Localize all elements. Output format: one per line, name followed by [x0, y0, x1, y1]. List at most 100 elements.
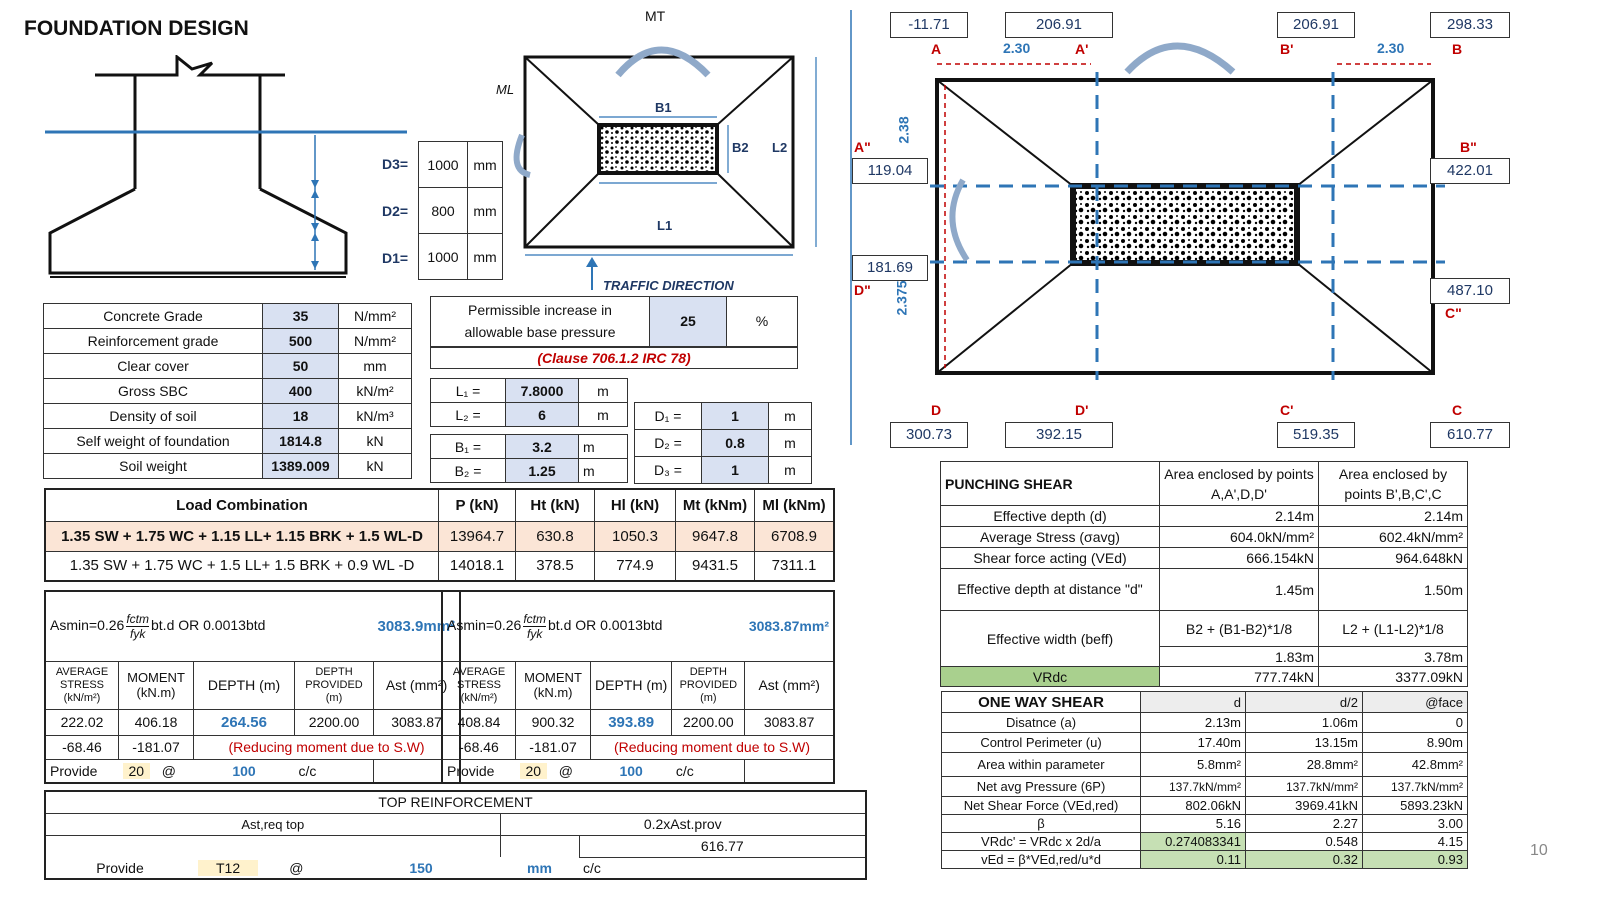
table-cell: 28.8mm²	[1245, 752, 1363, 777]
table-cell: d	[1140, 691, 1246, 713]
table-cell: D₂ =	[634, 429, 702, 457]
table-cell: 0.93	[1362, 850, 1468, 869]
table-cell: m	[768, 402, 812, 430]
table-cell: 264.56	[193, 708, 295, 736]
table-cell: 1.35 SW + 1.75 WC + 1.15 LL+ 1.15 BRK + …	[44, 520, 439, 552]
d3-label: D3=	[382, 156, 409, 172]
table-cell: L₂ =	[430, 402, 506, 427]
text-span: bt.d OR 0.0013btd	[151, 616, 266, 633]
page-title: FOUNDATION DESIGN	[24, 17, 249, 40]
table-cell: m	[578, 378, 628, 403]
table-cell: 4.15	[1362, 832, 1468, 851]
table-cell: 408.84	[441, 708, 516, 736]
point-a1: A'	[1075, 41, 1089, 57]
table-cell: 1	[701, 456, 769, 484]
top-reinforcement-table: TOP REINFORCEMENT Ast,req top 0.2xAst.pr…	[44, 790, 867, 880]
table-cell: 630.8	[515, 520, 595, 552]
table-row: 222.02 406.18 264.56 2200.00 3083.87	[44, 708, 461, 736]
table-cell: 0.548	[1245, 832, 1363, 851]
text-span: 20	[519, 762, 548, 779]
table-cell: (Reducing moment due to S.W)	[193, 734, 461, 760]
b1-label: B1	[655, 100, 672, 115]
text-span: fyk	[129, 626, 146, 641]
table-cell: B2 + (B1-B2)*1/8	[1159, 610, 1319, 647]
table-cell: Provide	[441, 758, 516, 784]
table-cell: mm	[338, 353, 412, 379]
table-row: Load Combination P (kN) Ht (kN) Hl (kN) …	[44, 488, 835, 522]
table-row: -68.46 -181.07 (Reducing moment due to S…	[441, 734, 835, 760]
table-cell: 964.648kN	[1318, 547, 1468, 569]
page-number: 10	[1530, 842, 1548, 859]
pressure-top-b1: 206.91	[1277, 12, 1355, 38]
table-cell: 14018.1	[438, 550, 516, 582]
point-b2: B"	[1460, 139, 1477, 155]
table-cell: N/mm²	[338, 303, 412, 329]
point-b: B	[1452, 41, 1463, 57]
pressure-left-a2: 119.04	[852, 158, 928, 184]
table-cell: MOMENT (kN.m)	[118, 660, 194, 710]
table-cell: DEPTH (m)	[589, 660, 673, 710]
table-cell: -68.46	[441, 734, 516, 760]
table-cell: 3969.41kN	[1245, 796, 1363, 815]
table-cell: Disatnce (a)	[941, 712, 1141, 733]
table-cell: 393.89	[589, 708, 673, 736]
table-cell: 1000	[418, 233, 468, 280]
table-cell: 1050.3	[594, 520, 676, 552]
table-cell: 5.16	[1140, 814, 1246, 833]
text-span: fctm	[126, 611, 149, 627]
table-cell: Gross SBC	[43, 378, 263, 404]
table-cell: kN	[338, 428, 412, 454]
table-cell: -181.07	[118, 734, 194, 760]
table-cell: 1.45m	[1159, 568, 1319, 611]
table-cell: c/c	[294, 758, 374, 784]
table-cell: m	[578, 458, 628, 483]
traffic-direction-label: TRAFFIC DIRECTION	[603, 278, 734, 293]
text-span: bt.d OR 0.0013btd	[548, 616, 663, 633]
table-cell: 7.8000	[505, 378, 579, 403]
table-cell: 1.06m	[1245, 712, 1363, 733]
table-row: (Clause 706.1.2 IRC 78)	[430, 346, 798, 369]
point-c2: C"	[1445, 305, 1462, 321]
text-span: @	[289, 859, 304, 876]
table-cell: 2200.00	[671, 708, 746, 736]
table-cell: B₂ =	[430, 458, 506, 483]
table-cell: 5893.23kN	[1362, 796, 1468, 815]
table-cell: -181.07	[515, 734, 591, 760]
table-cell: mm	[467, 141, 503, 188]
table-cell: Clear cover	[43, 353, 263, 379]
footing-plan-sketch	[513, 46, 817, 290]
table-cell: B₁ =	[430, 434, 506, 459]
table-cell: AVERAGE STRESS (kN/m²)	[441, 660, 516, 710]
table-cell: 406.18	[118, 708, 194, 736]
table-cell: 616.77	[578, 834, 867, 858]
table-cell: 13.15m	[1245, 732, 1363, 753]
table-cell: 2.13m	[1140, 712, 1246, 733]
table-cell: 100	[193, 758, 295, 784]
table-cell: m	[768, 456, 812, 484]
table-cell: mm	[527, 859, 552, 876]
point-d: D	[931, 402, 942, 418]
table-cell: mm	[467, 233, 503, 280]
table-row: 408.84 900.32 393.89 2200.00 3083.87	[441, 708, 835, 736]
table-cell: 137.7kN/mm²	[1140, 776, 1246, 797]
table-cell: 604.0kN/mm²	[1159, 526, 1319, 548]
dim-top-right: 2.30	[1377, 40, 1405, 56]
pressure-bottom-d: 300.73	[890, 422, 968, 448]
table-cell: Provide	[44, 758, 119, 784]
table-cell: m	[578, 434, 628, 459]
table-cell: DEPTH (m)	[193, 660, 295, 710]
table-cell: @face	[1362, 691, 1468, 713]
table-cell: 0.11	[1140, 850, 1246, 869]
